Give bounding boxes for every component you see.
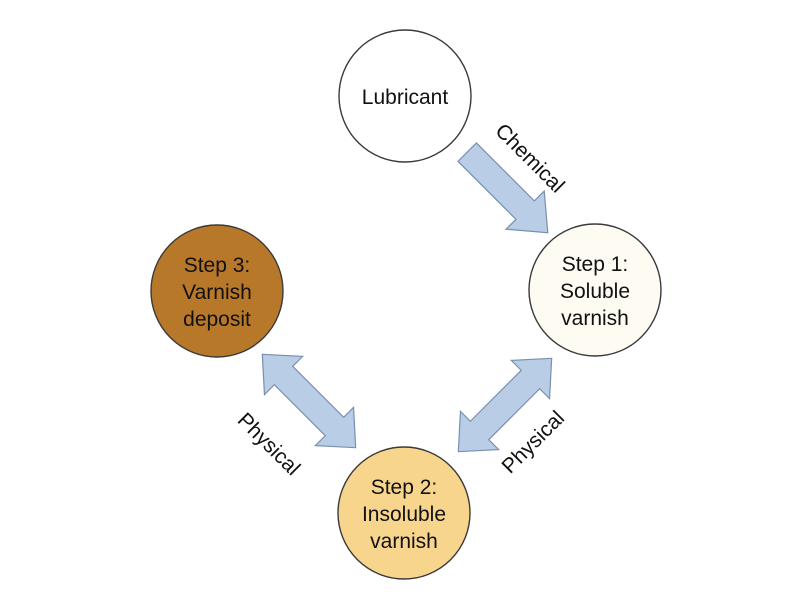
- step3-circle: [150, 224, 284, 358]
- step2-line2: Insoluble: [362, 503, 446, 526]
- step1-line1: Step 1:: [562, 253, 629, 276]
- lubricant-node: Lubricant: [338, 29, 472, 163]
- chemical-arrow: [457, 142, 549, 234]
- physical-arrow-step2-step3: [261, 353, 357, 449]
- step2-node: Step 2: Insoluble varnish: [337, 446, 471, 580]
- lubricant-label: Lubricant: [362, 86, 449, 109]
- step3-line2: Varnish: [182, 281, 252, 304]
- step2-line3: varnish: [370, 530, 438, 553]
- step1-line2: Soluble: [560, 280, 630, 303]
- step3-line3: deposit: [183, 308, 251, 331]
- step1-line3: varnish: [561, 307, 629, 330]
- step1-node: Step 1: Soluble varnish: [528, 223, 662, 357]
- physical-label-left: Physical: [233, 409, 305, 481]
- step2-line1: Step 2:: [371, 476, 438, 499]
- step2-circle: [337, 446, 471, 580]
- step3-line1: Step 3:: [184, 254, 251, 277]
- step1-circle: [528, 223, 662, 357]
- lubricant-circle: [338, 29, 472, 163]
- step3-node: Step 3: Varnish deposit: [150, 224, 284, 358]
- physical-arrow-step1-step2: [457, 357, 553, 453]
